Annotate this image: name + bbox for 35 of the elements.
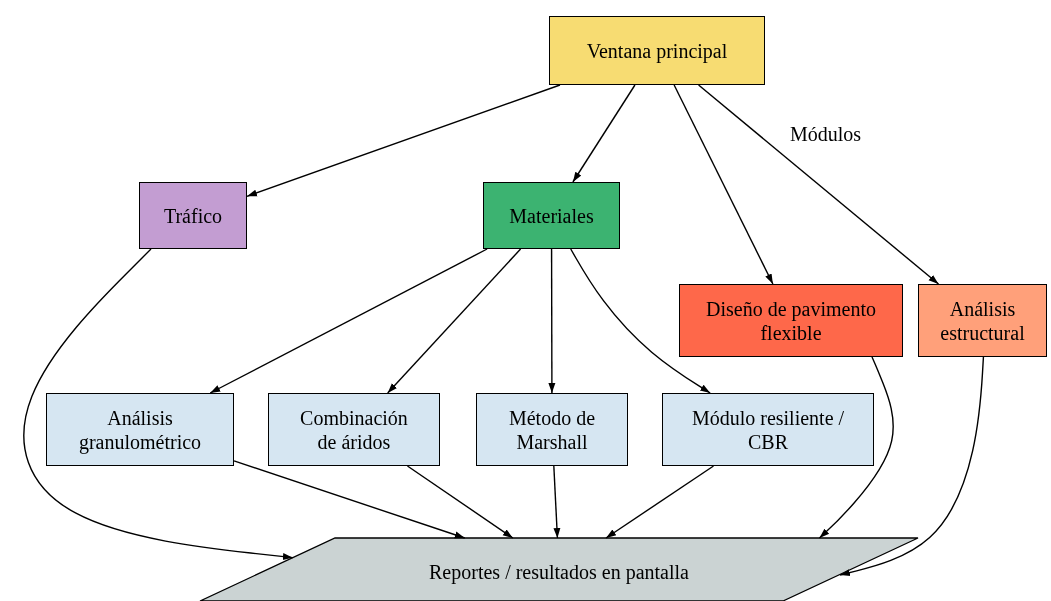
node-label: Análisis estructural <box>939 296 1026 345</box>
process-box <box>662 393 874 466</box>
arrow <box>818 356 894 539</box>
arrow <box>548 248 556 394</box>
node-label: Tráfico <box>163 203 223 228</box>
arrow <box>553 465 561 539</box>
node-label: Reportes / resultados en pantalla <box>429 560 689 584</box>
node-label: Método de Marshall <box>507 405 597 454</box>
process-box <box>268 393 440 466</box>
arrow <box>406 465 514 539</box>
arrow <box>23 248 294 561</box>
arrow <box>572 84 636 183</box>
node-label: Ventana principal <box>586 38 728 63</box>
module-box <box>139 182 247 249</box>
window-box <box>549 16 765 85</box>
module-box <box>918 284 1047 357</box>
arrow <box>697 84 940 285</box>
arrow <box>605 465 715 539</box>
arrow <box>570 248 711 394</box>
module-box <box>483 182 620 249</box>
output-parallelogram <box>200 538 918 601</box>
node-label: Análisis granulométrico <box>77 405 203 454</box>
process-box <box>46 393 234 466</box>
process-box <box>476 393 628 466</box>
arrow <box>209 248 488 394</box>
arrow <box>839 356 985 576</box>
node-label: Materiales <box>509 203 594 228</box>
arrow <box>246 84 561 197</box>
module-box <box>679 284 903 357</box>
node-label: Diseño de pavimento flexible <box>705 296 877 345</box>
arrow <box>673 84 774 285</box>
arrow <box>233 460 466 539</box>
arrow <box>387 248 522 394</box>
node-label: Combinación de áridos <box>299 405 409 454</box>
node-label: Módulo resiliente / CBR <box>690 405 846 454</box>
